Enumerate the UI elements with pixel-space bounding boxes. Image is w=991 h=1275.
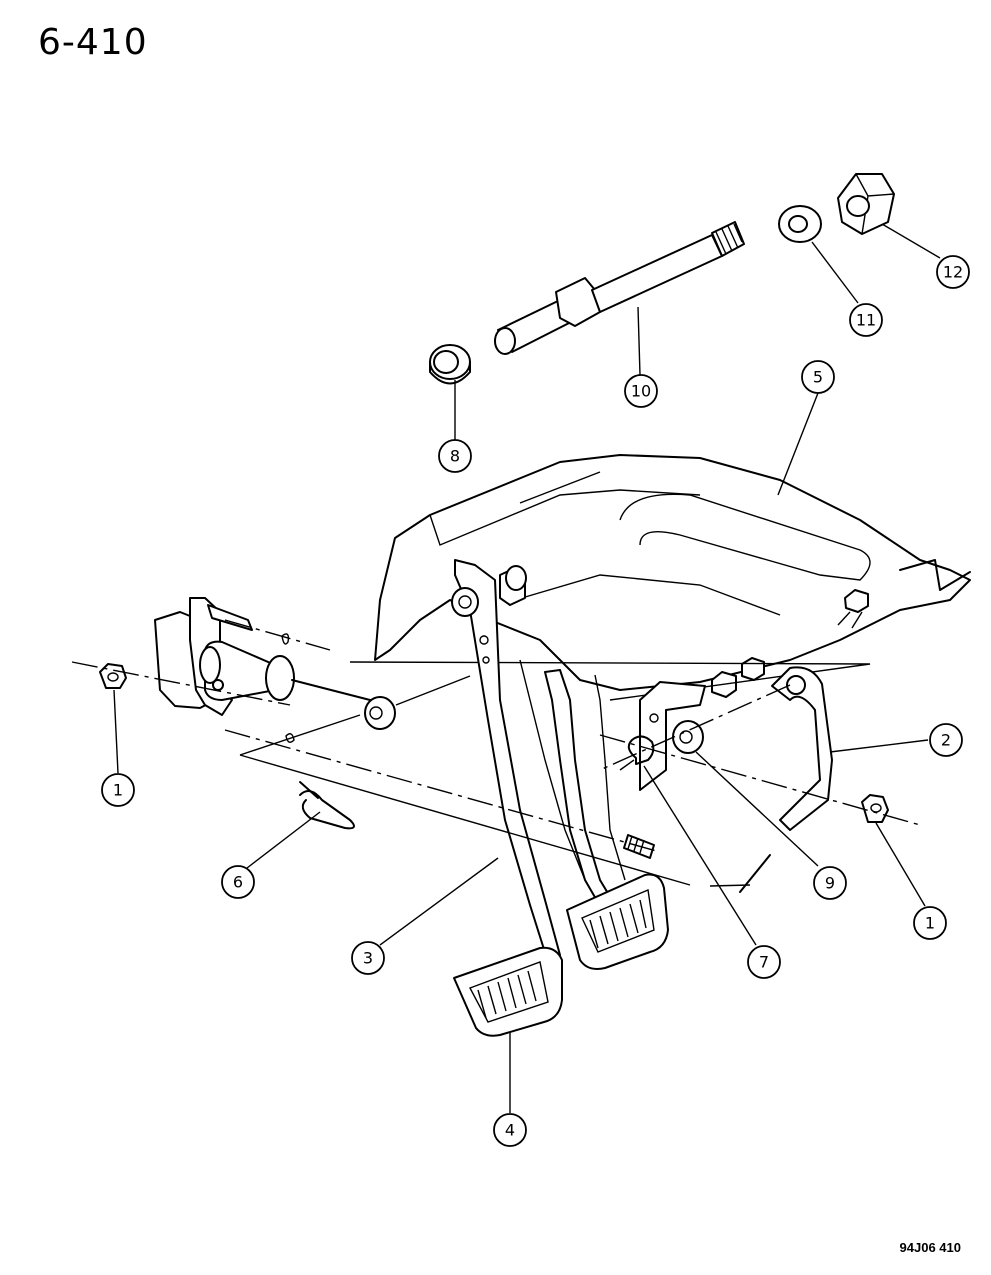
nut-part-12 xyxy=(837,173,895,235)
svg-text:6: 6 xyxy=(233,873,243,892)
pedal-pad-part-4 xyxy=(453,946,563,1037)
svg-text:11: 11 xyxy=(856,311,876,330)
svg-text:1: 1 xyxy=(925,914,935,933)
callout-12: 12 xyxy=(936,255,970,289)
nut-part-1-right xyxy=(861,794,889,823)
pedal-pivot-stub xyxy=(505,565,527,591)
callout-10: 10 xyxy=(624,374,658,408)
callout-8: 8 xyxy=(438,439,472,473)
stud-clip-lower xyxy=(285,733,295,743)
page-number: 6-410 xyxy=(38,22,148,63)
callout-7: 7 xyxy=(747,945,781,979)
washer-part-11 xyxy=(778,205,822,243)
pedal-pad-second xyxy=(566,873,669,970)
callout-1-right: 1 xyxy=(913,906,947,940)
stud-clip-upper xyxy=(281,633,290,645)
callout-11: 11 xyxy=(849,303,883,337)
svg-text:3: 3 xyxy=(363,949,373,968)
pedal-arm-part-3 xyxy=(451,559,601,963)
bushing-part-9 xyxy=(672,720,704,754)
figure-code: 94J06 410 xyxy=(899,1240,961,1255)
callout-3: 3 xyxy=(351,941,385,975)
pedal-bracket-part-5 xyxy=(374,454,971,698)
svg-text:9: 9 xyxy=(825,874,835,893)
retainer-clip-part-7 xyxy=(619,735,655,771)
callout-4: 4 xyxy=(493,1113,527,1147)
second-pedal-arm xyxy=(544,669,626,907)
alignment-lines xyxy=(71,619,921,893)
callout-2: 2 xyxy=(929,723,963,757)
lever-plate-part-2 xyxy=(771,666,833,831)
callout-1-left: 1 xyxy=(101,773,135,807)
bushing-part-8 xyxy=(429,344,471,385)
master-cylinder xyxy=(154,597,371,716)
pushrod-washer xyxy=(364,696,396,730)
svg-text:5: 5 xyxy=(813,368,823,387)
svg-text:12: 12 xyxy=(943,263,963,282)
bracket-bolt xyxy=(837,589,869,629)
svg-text:10: 10 xyxy=(631,382,651,401)
switch-bracket xyxy=(639,681,706,791)
svg-text:8: 8 xyxy=(450,447,460,466)
leader-lines xyxy=(113,223,941,1113)
callout-6: 6 xyxy=(221,865,255,899)
callout-9: 9 xyxy=(813,866,847,900)
svg-text:2: 2 xyxy=(941,731,951,750)
pivot-shaft-part-10 xyxy=(494,221,745,355)
callout-5: 5 xyxy=(801,360,835,394)
svg-text:1: 1 xyxy=(113,781,123,800)
svg-text:7: 7 xyxy=(759,953,769,972)
svg-text:4: 4 xyxy=(505,1121,515,1140)
nut-part-1-left xyxy=(99,663,127,689)
hairpin-clip-part-6 xyxy=(299,781,355,830)
